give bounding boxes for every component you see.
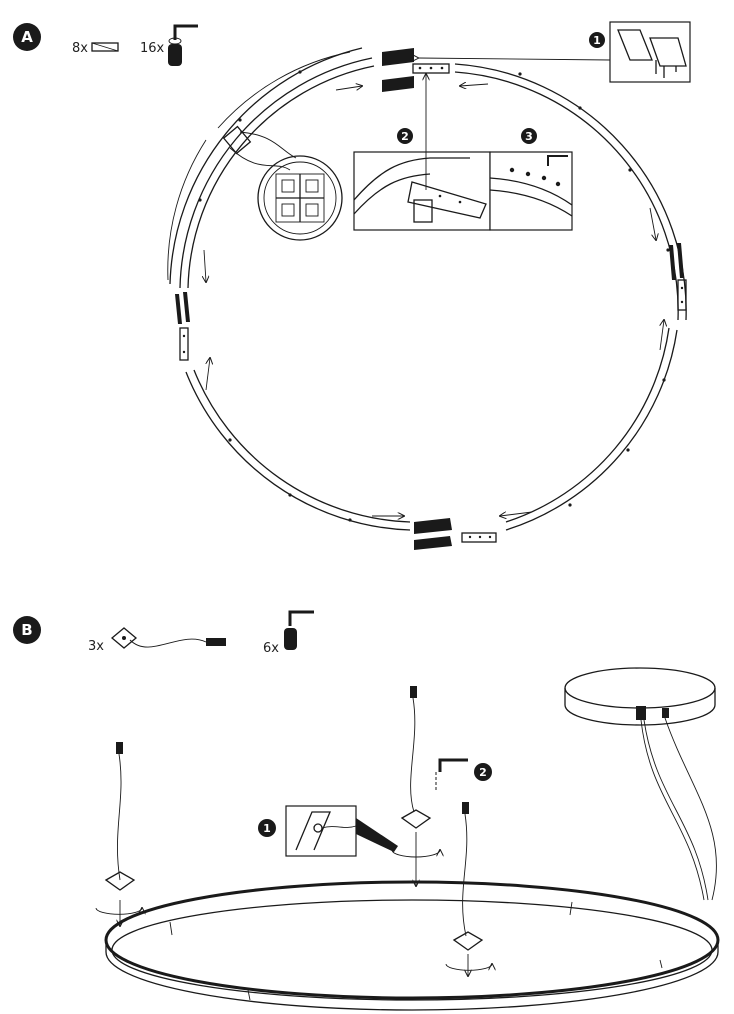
driver-detail [222,125,343,241]
step-b-letter: B [21,621,32,639]
cable-left [95,742,142,926]
step-a-letter: A [21,28,33,46]
assembly-arrows [204,84,664,516]
step-b-badge: B [13,616,41,644]
pendant-ring [104,880,720,1011]
callout-1-number: 1 [593,34,601,47]
callout-1-b-number: 1 [263,822,271,835]
screw-count-label: 16x [140,41,165,56]
joint-top [382,48,450,92]
step-b-parts: 3x 6x [88,610,314,656]
callout-1-detail: 1 [418,21,691,83]
suspension-cable-icon [110,627,226,649]
callout-2-b-number: 2 [479,766,487,779]
screw-count-label-b: 6x [263,641,279,656]
ceiling-canopy [564,667,717,901]
cable-front [445,802,492,976]
step-a-parts: 8x 16x [72,24,198,66]
step-a: A 8x 16x [13,21,691,550]
ring-section-top-left [167,47,375,289]
callout-2-detail: 2 [353,74,491,231]
cable-count-label: 3x [88,639,104,654]
joint-right [669,243,687,311]
screw-icon-b [284,610,314,650]
ring-section-bottom-left [185,369,411,531]
callout-1-b-detail: 1 [258,805,398,857]
callout-2-number: 2 [401,130,409,143]
suspension-cables [95,686,492,976]
connector-count-label: 8x [72,41,88,56]
cable-middle [391,686,468,886]
ring-holes [198,70,670,522]
connector-plate-icon [91,42,119,52]
joint-left [175,292,190,361]
callout-3-number: 3 [525,130,533,143]
callout-2-b-detail: 2 [474,763,492,781]
ring-section-right [454,63,687,531]
joint-bottom [414,518,497,550]
callout-3-detail: 3 [489,128,573,231]
step-b: B 3x 6x [13,610,720,1011]
screw-icon [168,24,198,66]
step-a-badge: A [13,23,41,51]
